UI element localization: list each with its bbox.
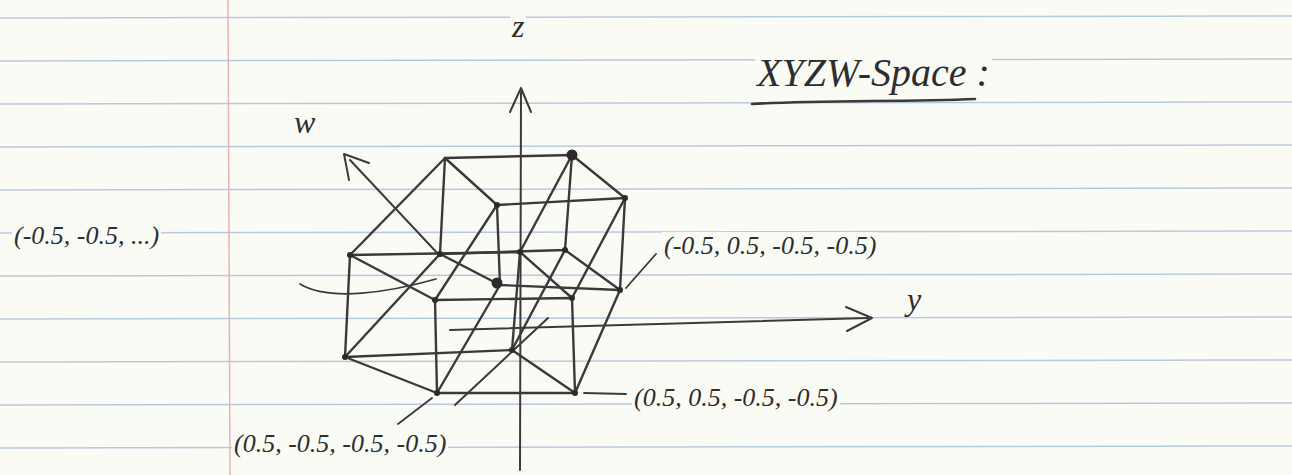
axis-label: w (292, 106, 317, 140)
axis-label: y (905, 283, 923, 317)
diagram-title: XYZW-Space : (755, 52, 992, 94)
axis-label: z (510, 10, 526, 44)
vertex-dots (342, 150, 628, 397)
ruled-lines (0, 16, 1292, 448)
tesseract-lines (300, 88, 975, 470)
coordinate-label: (-0.5, -0.5, ...) (12, 222, 161, 249)
margin-line (228, 0, 230, 475)
coordinate-label: (0.5, -0.5, -0.5, -0.5) (232, 430, 448, 457)
coordinate-label: (0.5, 0.5, -0.5, -0.5) (632, 384, 840, 411)
coordinate-label: (-0.5, 0.5, -0.5, -0.5) (662, 232, 878, 259)
